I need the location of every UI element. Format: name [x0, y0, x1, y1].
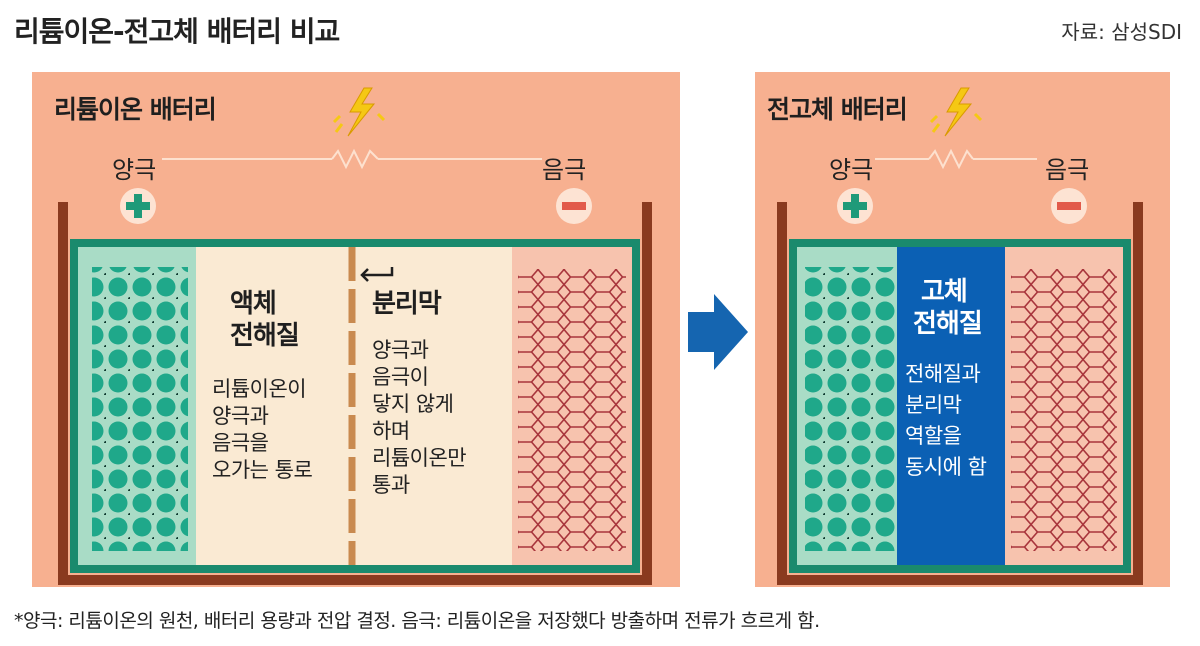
page-title: 리튬이온-전고체 배터리 비교 — [14, 15, 340, 48]
liion-anode — [78, 247, 196, 565]
solid-negative-label: 음극 — [1045, 156, 1090, 184]
liion-separator-desc: 양극과 음극이 닿지 않게 하며 리튬이온만 통과 — [372, 338, 467, 497]
solid-anode — [797, 247, 897, 565]
solid-casing-bottom — [777, 575, 1143, 585]
solid-panel-title: 전고체 배터리 — [767, 95, 908, 124]
solid-circuit-wire — [875, 148, 1037, 170]
solid-minus-icon — [1051, 188, 1087, 224]
transition-arrow-icon — [688, 294, 748, 370]
liion-positive-label: 양극 — [112, 156, 157, 184]
liion-anode-pattern — [92, 267, 188, 551]
liion-casing-left — [58, 202, 68, 585]
source-credit: 자료: 삼성SDI — [1061, 20, 1182, 44]
lightning-bolt-icon — [332, 87, 386, 137]
liion-electrolyte-heading: 액체 전해질 — [230, 289, 300, 351]
solid-panel: 전고체 배터리 양극 음극 — [755, 72, 1170, 587]
liion-minus-icon — [556, 188, 592, 224]
solid-anode-pattern — [805, 267, 895, 551]
solid-cathode — [1005, 247, 1123, 565]
solid-plus-icon — [837, 188, 873, 224]
solid-electrolyte-heading: 고체 전해질 — [913, 277, 983, 339]
solid-cell — [789, 239, 1131, 573]
liion-panel-title: 리튬이온 배터리 — [54, 95, 217, 124]
footnote: *양극: 리튬이온의 원천, 배터리 용량과 전압 결정. 음극: 리튬이온을 … — [14, 610, 820, 632]
solid-casing-left — [777, 202, 787, 585]
liion-casing-right — [642, 202, 652, 585]
liion-electrolyte-desc: 리튬이온이 양극과 음극을 오가는 통로 — [212, 377, 313, 482]
liion-cell — [70, 239, 640, 573]
lightning-bolt-icon — [929, 87, 983, 137]
solid-electrolyte-layer — [897, 247, 1005, 565]
liion-negative-label: 음극 — [542, 156, 587, 184]
liion-plus-icon — [120, 188, 156, 224]
solid-cathode-pattern — [1011, 269, 1117, 551]
liion-cathode — [512, 247, 632, 565]
solid-electrolyte-desc: 전해질과 분리막 역할을 동시에 함 — [905, 362, 987, 479]
liion-casing-bottom — [58, 575, 652, 585]
solid-casing-right — [1133, 202, 1143, 585]
solid-positive-label: 양극 — [829, 156, 874, 184]
liion-ion-arrow-icon — [360, 267, 394, 282]
liion-panel: 리튬이온 배터리 양극 음극 — [32, 72, 680, 587]
liion-cathode-pattern — [518, 269, 626, 551]
liion-separator — [348, 247, 356, 565]
liion-separator-heading: 분리막 — [372, 289, 442, 319]
liion-circuit-wire — [162, 148, 542, 170]
